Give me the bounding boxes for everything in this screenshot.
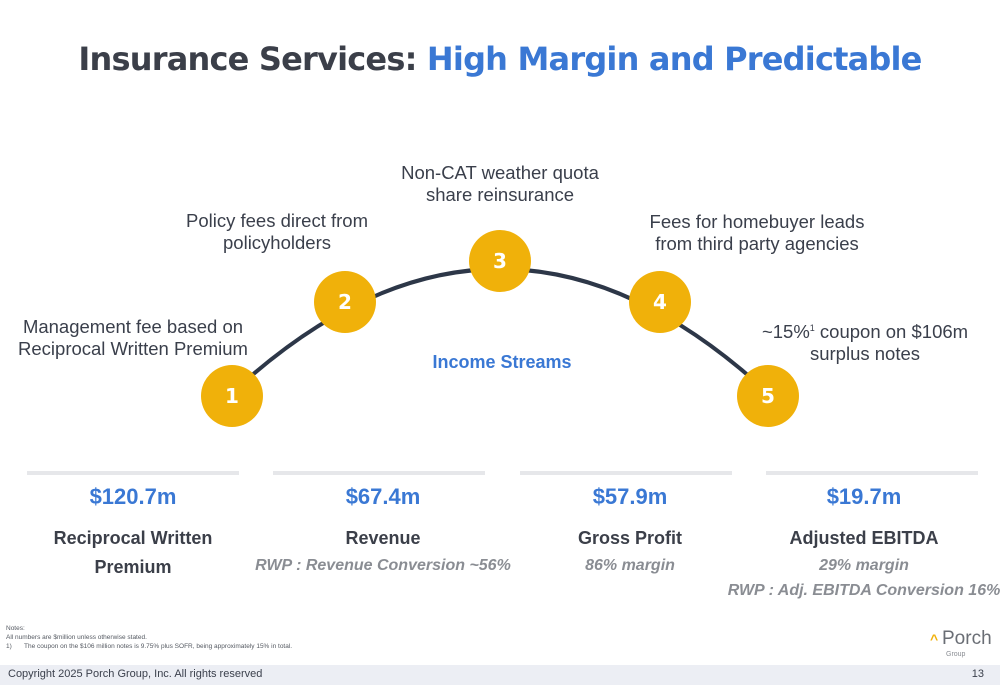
metric-rwp-value: $120.7m	[89, 484, 177, 509]
logo-group: Group	[946, 651, 966, 658]
stream-4-label: Fees for homebuyer leads from third part…	[649, 211, 865, 254]
footnote-1-number: 1)	[6, 643, 12, 650]
page-number: 13	[971, 668, 984, 680]
metric-rwp: $120.7m Reciprocal Written Premium	[18, 484, 248, 582]
metric-revenue-value: $67.4m	[345, 484, 421, 509]
logo-wordmark: Porch	[942, 628, 992, 649]
metric-divider-2	[273, 471, 485, 475]
metric-gross-profit: $57.9m Gross Profit 86% margin	[515, 484, 745, 578]
stream-5-label: ~15%1 coupon on $106m surplus notes	[761, 321, 969, 365]
metric-divider-4	[766, 471, 978, 475]
metric-ebitda-sub: 29% margin	[819, 557, 909, 574]
metric-revenue-name: Revenue	[345, 528, 421, 548]
metric-rwp-name: Reciprocal Written Premium	[53, 528, 213, 577]
stream-1-badge: 1	[201, 365, 263, 427]
slide-title: Insurance Services: High Margin and Pred…	[0, 40, 1000, 78]
roof-chevron-icon: ^	[930, 631, 939, 647]
stream-1-label: Management fee based on Reciprocal Writt…	[18, 316, 248, 359]
metric-revenue-sub: RWP : Revenue Conversion ~56%	[255, 557, 511, 574]
notes-heading: Notes:	[6, 625, 25, 632]
metric-divider-3	[520, 471, 732, 475]
stream-2-label: Policy fees direct from policyholders	[186, 210, 368, 253]
footnote-1-text: The coupon on the $106 million notes is …	[24, 643, 293, 650]
metric-ebitda: $19.7m Adjusted EBITDA 29% margin RWP : …	[722, 484, 1000, 603]
porch-logo: ^ Porch Group	[926, 628, 996, 662]
stream-3-label: Non-CAT weather quota share reinsurance	[401, 162, 599, 205]
income-streams-label: Income Streams	[432, 352, 572, 372]
metric-revenue: $67.4m Revenue RWP : Revenue Conversion …	[243, 484, 523, 578]
copyright-text: Copyright 2025 Porch Group, Inc. All rig…	[8, 668, 263, 680]
stream-3-badge: 3	[469, 230, 531, 292]
metric-gross-profit-name: Gross Profit	[577, 528, 683, 548]
metric-gross-profit-value: $57.9m	[592, 484, 668, 509]
footnote-1: 1) The coupon on the $106 million notes …	[6, 642, 292, 651]
metric-ebitda-value: $19.7m	[826, 484, 902, 509]
metric-gross-profit-sub: 86% margin	[585, 557, 675, 574]
metric-ebitda-sub2: RWP : Adj. EBITDA Conversion 16%	[727, 582, 1000, 599]
stream-2-badge: 2	[314, 271, 376, 333]
footnotes: Notes: All numbers are $million unless o…	[6, 624, 292, 651]
footer-bar: Copyright 2025 Porch Group, Inc. All rig…	[0, 665, 1000, 685]
metric-divider-1	[27, 471, 239, 475]
metric-ebitda-name: Adjusted EBITDA	[789, 528, 939, 548]
notes-line-1: All numbers are $million unless otherwis…	[6, 634, 147, 641]
stream-4-badge: 4	[629, 271, 691, 333]
title-part-2: High Margin and Predictable	[426, 40, 922, 78]
stream-5-badge: 5	[737, 365, 799, 427]
title-part-1: Insurance Services:	[78, 40, 427, 78]
